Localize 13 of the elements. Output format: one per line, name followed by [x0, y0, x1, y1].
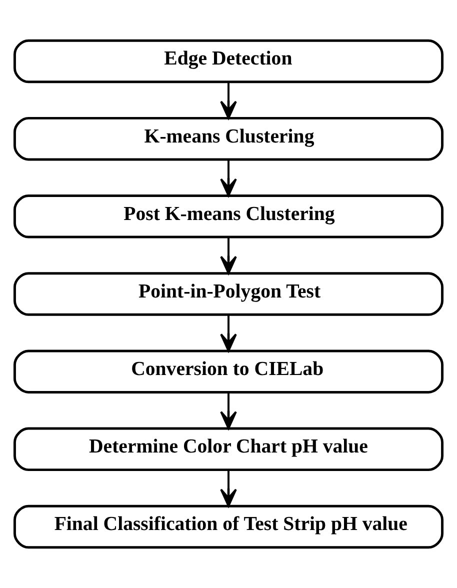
node-box: Post K-means Clustering [13, 194, 444, 238]
arrow [220, 392, 237, 430]
node-box: Conversion to CIELab [13, 350, 444, 394]
node-box: Final Classification of Test Strip pH value [13, 504, 444, 549]
arrow [220, 470, 237, 507]
node-box: Edge Detection [13, 39, 444, 84]
arrow [220, 160, 237, 197]
node-box: K-means Clustering [13, 116, 444, 161]
arrow [220, 82, 237, 120]
node-box: Point-in-Polygon Test [13, 272, 444, 316]
node-box: Determine Color Chart pH value [13, 427, 444, 472]
arrow [220, 315, 237, 352]
arrow [220, 238, 237, 274]
